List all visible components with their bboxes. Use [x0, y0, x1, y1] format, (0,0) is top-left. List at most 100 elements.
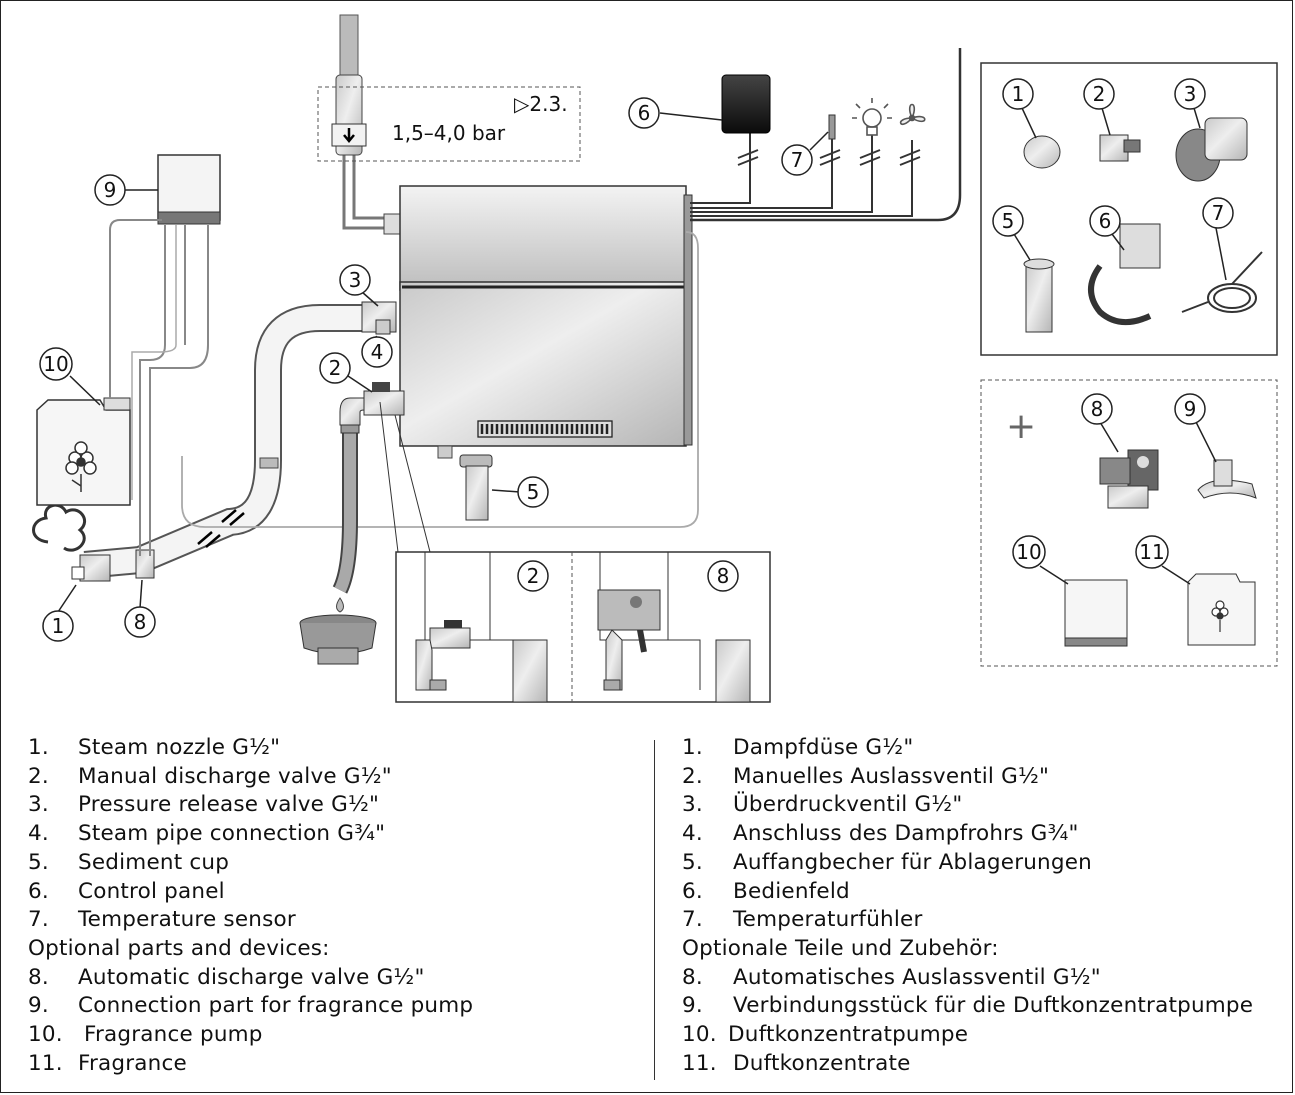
fragrance-pump-connection-box: [131, 154, 221, 556]
callouts: 1 8 9 10 3 4 2 5 6 7 2 8 1 2 3 5 6 7 8 9…: [39, 78, 1234, 642]
svg-text:8: 8: [134, 610, 147, 634]
steam-pipe: [83, 231, 699, 579]
plus-sign: +: [1006, 406, 1036, 447]
legend-item: 5. Sediment cup: [28, 849, 473, 878]
legend-item-text: Control panel: [78, 878, 225, 904]
temperature-sensor: [828, 114, 836, 140]
legend-item-text: Anschluss des Dampfrohrs G¾": [733, 821, 1079, 847]
part-fragrance-canister: [1187, 573, 1256, 646]
svg-text:1: 1: [52, 614, 65, 638]
legend-item: 2.Manual discharge valve G½": [28, 763, 473, 792]
svg-text:1: 1: [1012, 82, 1025, 106]
drain-hose: [332, 424, 360, 594]
steam-nozzle: [32, 503, 111, 582]
part-steam-nozzle: [1023, 135, 1061, 169]
svg-text:2: 2: [527, 564, 540, 588]
part-manual-discharge-valve: [1099, 134, 1141, 162]
svg-text:6: 6: [1099, 209, 1112, 233]
callout-opt-9: 9: [1174, 393, 1217, 463]
legend-item-text: Optionale Teile und Zubehör:: [682, 935, 999, 961]
legend-item-number: 10.: [682, 1022, 717, 1048]
legend-item: 11.Fragrance: [28, 1050, 473, 1079]
legend-item-number: 5.: [28, 849, 49, 875]
legend-item-number: 6.: [682, 878, 703, 904]
callout-main-10: 10: [39, 347, 101, 406]
legend-optional-heading: Optional parts and devices:: [28, 935, 473, 964]
legend-item-number: 9.: [28, 993, 49, 1019]
callout-inset-8: 8: [707, 560, 739, 592]
part-fragrance-connection: [1197, 459, 1257, 499]
legend-item-text: Fragrance: [78, 1050, 187, 1076]
section-ref-label: ▷2.3.: [514, 92, 568, 116]
optional-parts-box: +: [980, 379, 1278, 667]
legend-item-text: Bedienfeld: [733, 878, 850, 904]
svg-text:7: 7: [1212, 201, 1225, 225]
legend-item-number: 5.: [682, 849, 703, 875]
callout-main-6: 6: [628, 97, 723, 129]
legend-item: 7.Temperaturfühler: [682, 906, 1253, 935]
manual-discharge-valve: [339, 382, 405, 426]
part-automatic-discharge-valve: [1099, 449, 1159, 509]
callout-main-2: 2: [319, 352, 373, 393]
svg-text:2: 2: [329, 356, 342, 380]
callout-main-5: 5: [491, 476, 549, 508]
svg-text:10: 10: [43, 352, 68, 376]
legend-item-text: Verbindungsstück für die Duftkonzentratp…: [733, 993, 1254, 1019]
legend-item: 9. Verbindungsstück für die Duftkonzentra…: [682, 992, 1253, 1021]
part-pressure-release-valve: [1175, 117, 1248, 182]
callout-inset-2: 2: [517, 560, 549, 592]
legend-item: 10.Fragrance pump: [28, 1021, 473, 1050]
legend-item-number: 8.: [682, 964, 703, 990]
legend-item-number: 2.: [682, 763, 703, 789]
floor-drain: [299, 614, 377, 665]
legend-item: 8.Automatic discharge valve G½": [28, 964, 473, 993]
legend-item-text: Optional parts and devices:: [28, 935, 330, 961]
water-supply-pipe: [331, 14, 401, 235]
svg-text:11: 11: [1139, 540, 1164, 564]
legend-item-text: Manuelles Auslassventil G½": [733, 763, 1050, 789]
water-drop: [336, 597, 344, 613]
legend-item-text: Automatic discharge valve G½": [78, 964, 425, 990]
light-icon: [852, 98, 892, 136]
legend-item-number: 3.: [682, 792, 703, 818]
part-control-panel-cable: [1088, 223, 1161, 325]
legend-item-text: Steam nozzle G½": [78, 735, 281, 760]
legend-item: 6. Bedienfeld: [682, 878, 1253, 907]
svg-text:3: 3: [349, 268, 362, 292]
legend-item-number: 3.: [28, 792, 49, 818]
legend-item-number: 9.: [682, 993, 703, 1019]
legend-item: 3.Überdruckventil G½": [682, 791, 1253, 820]
svg-text:3: 3: [1184, 82, 1197, 106]
legend-item: 4. Anschluss des Dampfrohrs G¾": [682, 820, 1253, 849]
legend-column-divider: [654, 740, 655, 1080]
legend-item-number: 7.: [682, 907, 703, 933]
fan-icon: [899, 103, 926, 125]
legend-item: 4.Steam pipe connection G¾": [28, 820, 473, 849]
legend-item-number: 4.: [682, 821, 703, 847]
legend-english: 1.Steam nozzle G½"2.Manual discharge val…: [28, 734, 473, 1078]
callout-box-6: 6: [1089, 205, 1125, 251]
svg-text:8: 8: [717, 564, 730, 588]
callout-main-9: 9: [94, 174, 158, 206]
legend-item-text: Fragrance pump: [84, 1022, 263, 1048]
callout-box-5: 5: [992, 205, 1031, 261]
legend-item-number: 1.: [682, 735, 703, 760]
sediment-cup: [459, 454, 493, 521]
callout-box-7: 7: [1202, 197, 1234, 281]
svg-text:5: 5: [527, 480, 540, 504]
svg-text:7: 7: [791, 148, 804, 172]
callout-main-4: 4: [361, 335, 393, 368]
callout-main-1: 1: [42, 584, 77, 642]
legend-item-text: Sediment cup: [78, 849, 230, 875]
pressure-label: 1,5–4,0 bar: [392, 121, 506, 145]
callout-box-3: 3: [1174, 78, 1206, 129]
control-cables: [690, 48, 962, 222]
svg-text:4: 4: [371, 340, 384, 364]
svg-text:2: 2: [1093, 82, 1106, 106]
callout-main-7: 7: [781, 131, 829, 176]
callout-main-8: 8: [124, 579, 156, 638]
legend-item: 1.Steam nozzle G½": [28, 734, 473, 763]
steam-generator-unit: [399, 185, 693, 459]
control-panel: [721, 74, 771, 134]
